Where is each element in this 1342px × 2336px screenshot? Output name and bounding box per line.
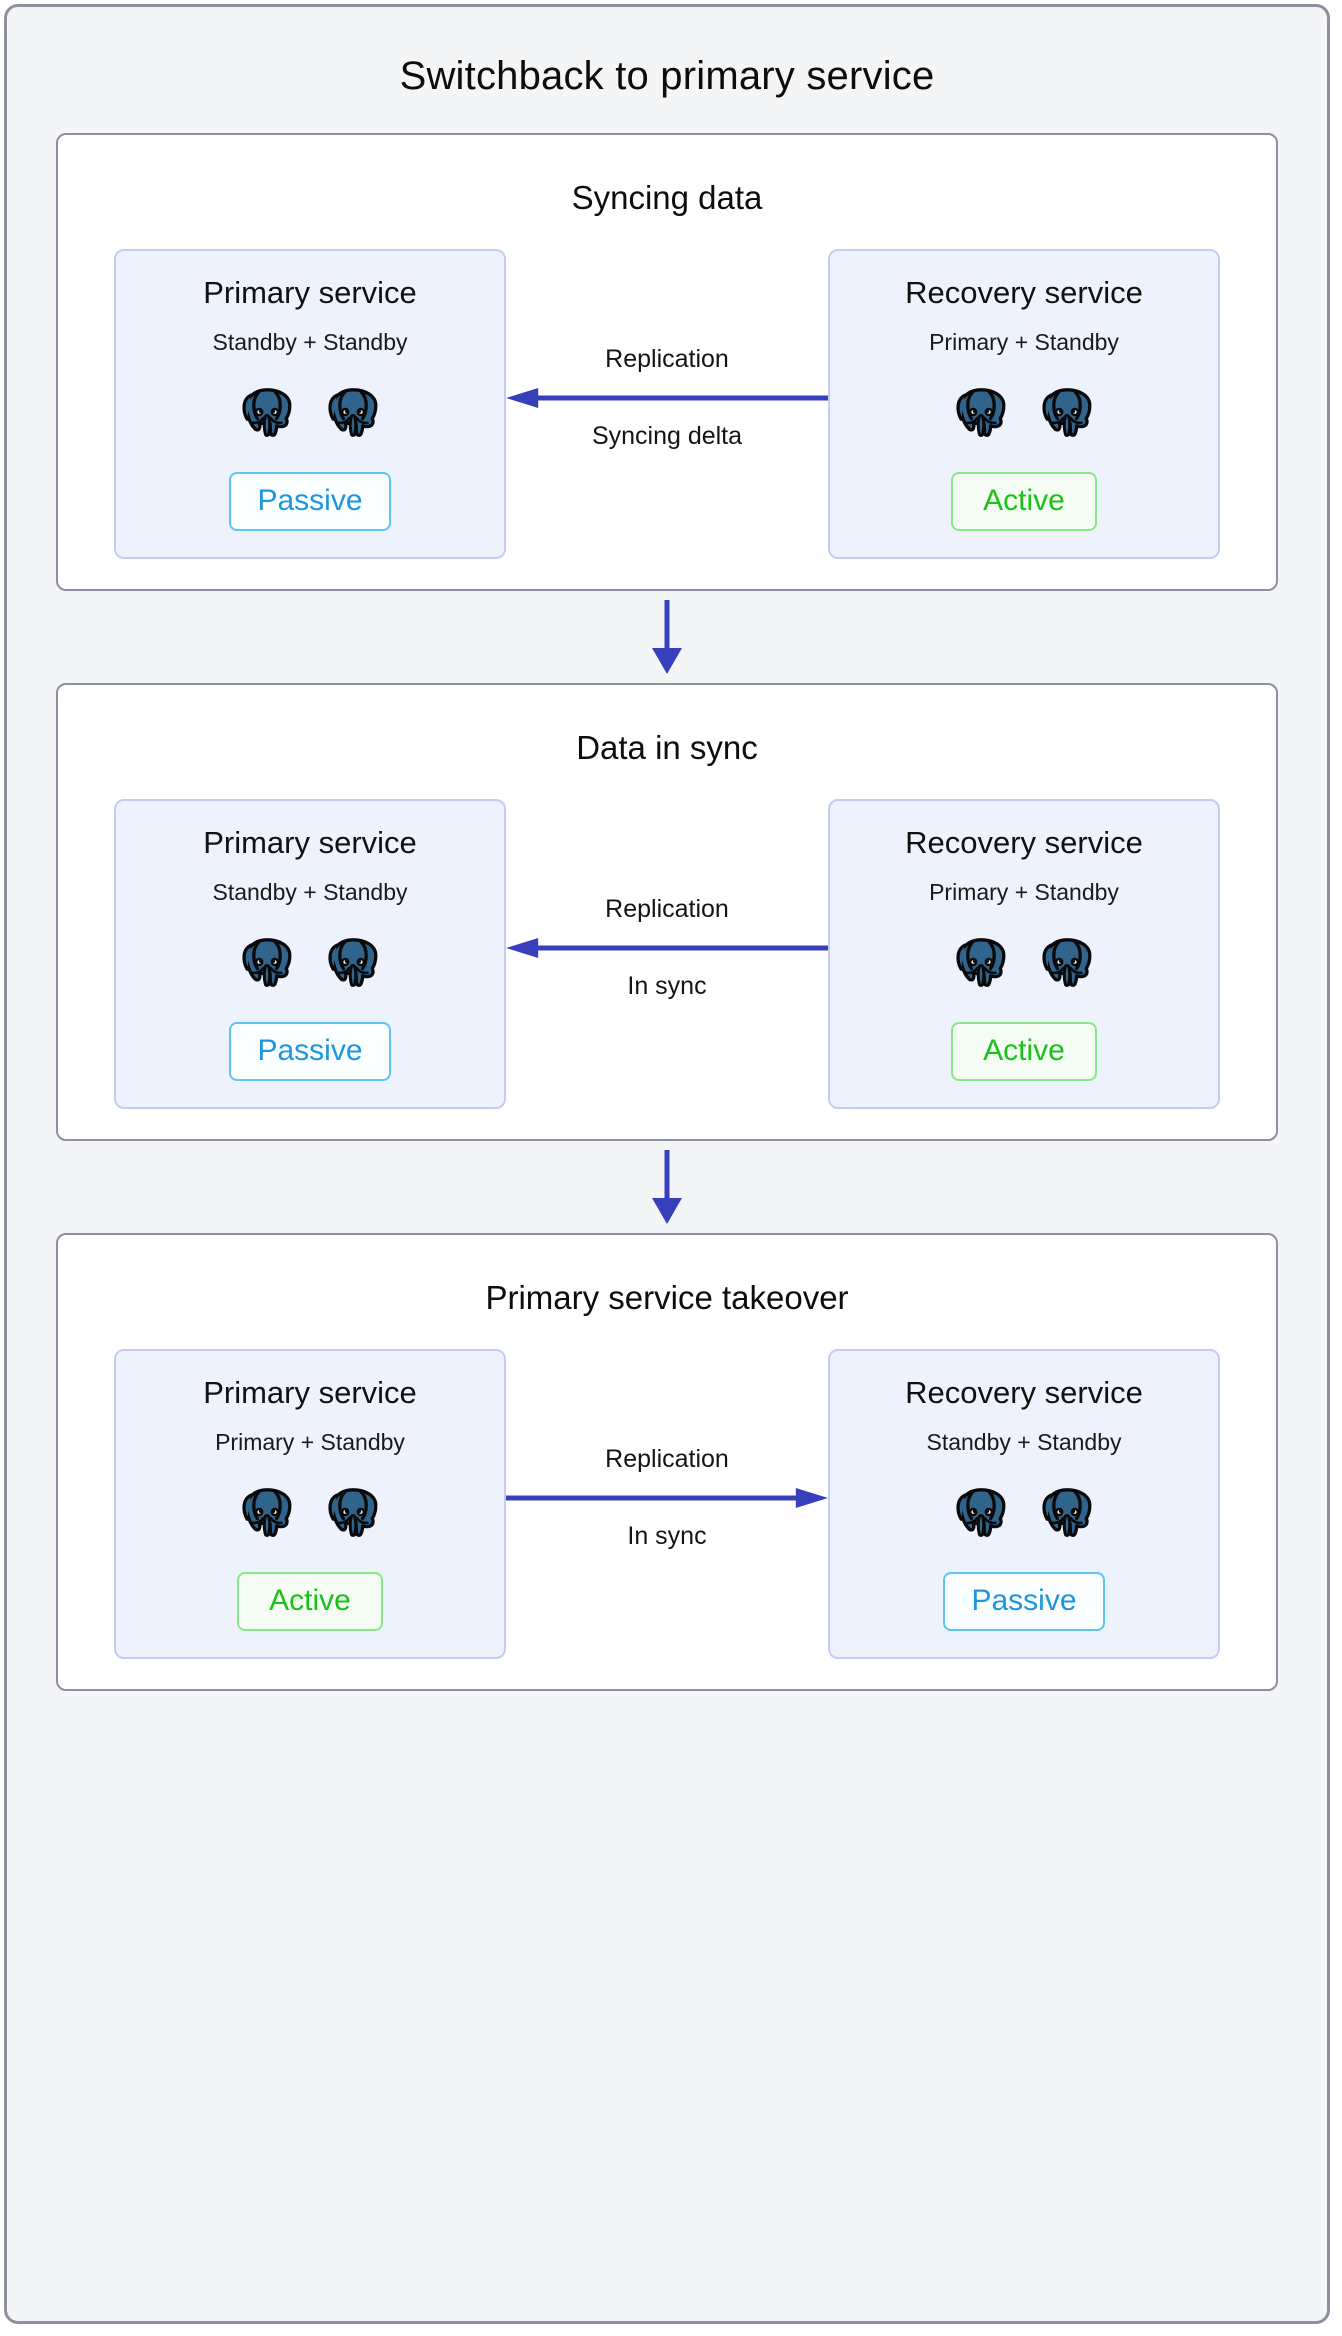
service-roles: Standby + Standby	[926, 1428, 1122, 1455]
service-card-left[interactable]: Primary service Standby + Standby Passiv…	[114, 799, 506, 1110]
node-row	[951, 382, 1097, 442]
replication-link: Replication Syncing delta	[506, 249, 828, 559]
node-row	[951, 932, 1097, 992]
service-roles: Primary + Standby	[215, 1428, 405, 1455]
arrow-down-icon	[652, 1150, 682, 1225]
arrow-left-icon	[506, 938, 828, 959]
status-badge-passive: Passive	[229, 1021, 391, 1082]
status-badge-active: Active	[237, 1571, 383, 1632]
service-card-right[interactable]: Recovery service Standby + Standby Passi…	[828, 1349, 1220, 1660]
service-name: Recovery service	[905, 825, 1143, 861]
service-card-left[interactable]: Primary service Primary + Standby Active	[114, 1349, 506, 1660]
stage-connector	[649, 1141, 685, 1233]
status-badge-passive: Passive	[943, 1571, 1105, 1632]
status-badge-active: Active	[951, 471, 1097, 532]
service-roles: Primary + Standby	[929, 878, 1119, 905]
replication-arrow-slot	[506, 937, 828, 959]
replication-arrow-slot	[506, 387, 828, 409]
service-roles: Standby + Standby	[212, 328, 408, 355]
service-roles: Standby + Standby	[212, 878, 408, 905]
stage-panel-1: Syncing data Primary service Standby + S…	[56, 133, 1278, 592]
arrow-left-icon	[506, 388, 828, 408]
service-name: Primary service	[203, 275, 417, 310]
replication-label-top: Replication	[605, 1445, 729, 1474]
postgres-elephant-icon	[328, 387, 378, 437]
service-card-left[interactable]: Primary service Standby + Standby Passiv…	[114, 249, 506, 560]
diagram-canvas: Switchback to primary service Syncing da…	[4, 4, 1330, 2324]
stage-panel-2: Data in sync Primary service Standby + S…	[56, 683, 1278, 1142]
stage-title: Syncing data	[571, 179, 763, 216]
service-card-right[interactable]: Recovery service Primary + Standby Activ…	[828, 249, 1220, 560]
node-row	[237, 382, 383, 442]
postgres-elephant-icon	[1042, 937, 1092, 987]
service-name: Recovery service	[905, 1375, 1143, 1411]
postgres-elephant-icon	[242, 387, 292, 437]
stage-body: Primary service Standby + Standby Passiv…	[58, 799, 1276, 1110]
service-roles: Primary + Standby	[929, 328, 1119, 355]
postgres-elephant-icon	[956, 1487, 1006, 1537]
postgres-elephant-icon	[1042, 387, 1092, 437]
postgres-elephant-icon	[328, 1487, 378, 1537]
replication-link: Replication In sync	[506, 799, 828, 1109]
postgres-elephant-icon	[328, 937, 378, 987]
stage-connector	[649, 591, 685, 683]
node-row	[237, 1482, 383, 1542]
replication-label-top: Replication	[605, 345, 729, 373]
stage-stack: Syncing data Primary service Standby + S…	[7, 133, 1327, 1692]
stage-title: Data in sync	[576, 729, 758, 767]
status-badge-passive: Passive	[229, 471, 391, 532]
service-card-right[interactable]: Recovery service Primary + Standby Activ…	[828, 799, 1220, 1110]
postgres-elephant-icon	[956, 937, 1006, 987]
postgres-elephant-icon	[242, 1487, 292, 1537]
postgres-elephant-icon	[242, 937, 292, 987]
service-name: Primary service	[203, 1375, 417, 1411]
service-name: Recovery service	[905, 275, 1143, 310]
replication-arrow-slot	[506, 1487, 828, 1509]
replication-label-bottom: In sync	[627, 1522, 707, 1551]
postgres-elephant-icon	[1042, 1487, 1092, 1537]
replication-label-top: Replication	[605, 895, 729, 924]
node-row	[951, 1482, 1097, 1542]
arrow-right-icon	[506, 1488, 828, 1509]
postgres-elephant-icon	[956, 387, 1006, 437]
replication-label-bottom: In sync	[627, 972, 707, 1001]
stage-body: Primary service Primary + Standby Active…	[58, 1349, 1276, 1660]
page-title: Switchback to primary service	[399, 54, 935, 98]
status-badge-active: Active	[951, 1021, 1097, 1082]
stage-title: Primary service takeover	[485, 1279, 849, 1317]
stage-panel-3: Primary service takeover Primary service…	[56, 1233, 1278, 1692]
stage-body: Primary service Standby + Standby Passiv…	[58, 249, 1276, 560]
replication-label-bottom: Syncing delta	[591, 422, 743, 450]
service-name: Primary service	[203, 825, 417, 861]
arrow-down-icon	[652, 600, 682, 675]
replication-link: Replication In sync	[506, 1349, 828, 1659]
node-row	[237, 932, 383, 992]
